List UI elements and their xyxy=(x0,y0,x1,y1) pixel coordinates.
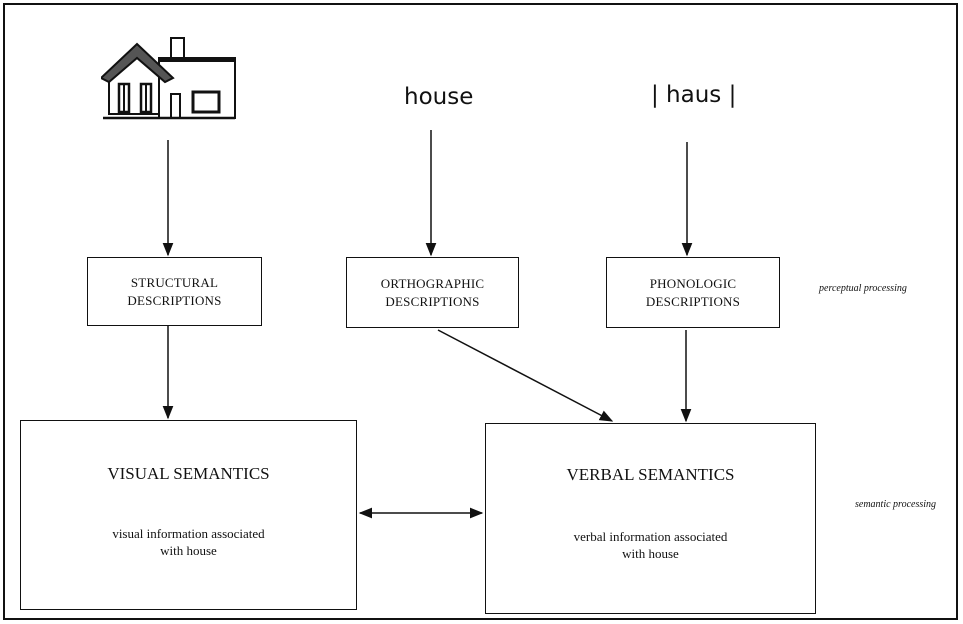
orthographic-descriptions-box: ORTHOGRAPHIC DESCRIPTIONS xyxy=(346,257,519,328)
orthographic-line-2: DESCRIPTIONS xyxy=(385,293,480,309)
word-house: house xyxy=(404,84,474,110)
orthographic-line-1: ORTHOGRAPHIC xyxy=(380,275,485,291)
visual-semantics-title: VISUAL SEMANTICS xyxy=(107,464,270,483)
verbal-semantics-box: VERBAL SEMANTICS verbal information asso… xyxy=(485,423,816,614)
arrow-orthographic-to-verbal-semantics xyxy=(437,329,614,422)
verbal-semantics-title: VERBAL SEMANTICS xyxy=(566,465,735,484)
visual-desc-line-1: visual information associated xyxy=(112,526,265,541)
diagram-frame xyxy=(3,3,958,620)
phonology-haus: | haus | xyxy=(651,82,737,108)
structural-line-1: STRUCTURAL xyxy=(130,274,219,290)
phonologic-line-2: DESCRIPTIONS xyxy=(645,293,741,309)
visual-semantics-box: VISUAL SEMANTICS visual information asso… xyxy=(20,420,357,610)
structural-descriptions-box: STRUCTURAL DESCRIPTIONS xyxy=(87,257,262,326)
perceptual-processing-label: perceptual processing xyxy=(819,283,907,294)
semantic-processing-label: semantic processing xyxy=(855,499,937,510)
verbal-desc-line-1: verbal information associated xyxy=(573,529,728,544)
phonologic-line-1: PHONOLOGIC xyxy=(649,275,737,291)
visual-semantics-description: visual information associated with house xyxy=(21,525,356,559)
verbal-semantics-description: verbal information associated with house xyxy=(486,528,815,562)
structural-line-2: DESCRIPTIONS xyxy=(127,292,222,308)
phonologic-descriptions-box: PHONOLOGIC DESCRIPTIONS xyxy=(606,257,780,328)
visual-desc-line-2: with house xyxy=(160,543,217,558)
verbal-desc-line-2: with house xyxy=(622,546,679,561)
house-picture-icon xyxy=(101,37,236,120)
